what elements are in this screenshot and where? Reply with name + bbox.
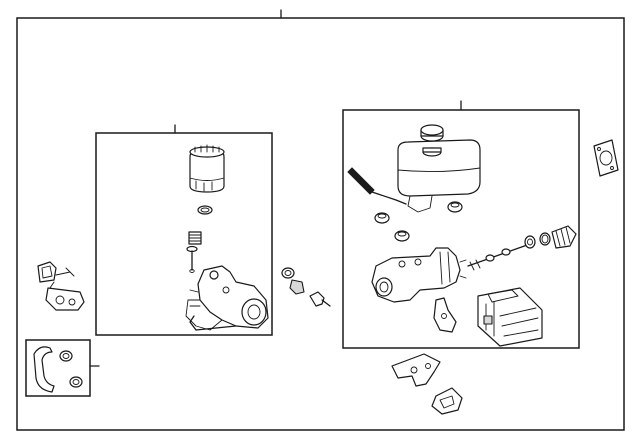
reservoir-cap <box>420 124 444 142</box>
pump-subassembly-box <box>95 124 273 336</box>
push-rod <box>467 243 531 271</box>
pump-motor-unit <box>185 265 269 331</box>
reservoir-grommet-lower <box>394 230 410 242</box>
accumulator-o-ring <box>197 205 213 215</box>
boot <box>551 225 577 249</box>
fluid-reservoir <box>397 139 481 213</box>
bracket-clip <box>433 297 457 333</box>
control-module <box>477 287 543 347</box>
pump-bolt <box>186 245 198 273</box>
pump-spring <box>188 231 202 245</box>
union-fitting <box>281 267 305 295</box>
mounting-bracket <box>391 353 441 387</box>
level-sensor-wire <box>347 167 407 205</box>
seal-ring <box>524 235 536 249</box>
master-cylinder-body <box>371 247 467 303</box>
hose-clamp-lower <box>69 376 83 388</box>
gasket <box>593 139 619 177</box>
cushion-block <box>431 387 463 415</box>
outer-assembly-frame <box>16 9 625 431</box>
reservoir-grommet-left <box>374 212 390 224</box>
o-ring <box>539 232 551 246</box>
hose-clamp-upper <box>59 350 73 362</box>
pressure-switch <box>309 291 331 307</box>
hose-kit-box <box>25 339 100 397</box>
master-cylinder-subassembly-box <box>342 100 580 349</box>
accumulator-canister <box>189 144 225 193</box>
reservoir-hose <box>33 346 55 393</box>
sensor-bracket <box>37 261 85 311</box>
reservoir-grommet-right <box>447 201 463 213</box>
